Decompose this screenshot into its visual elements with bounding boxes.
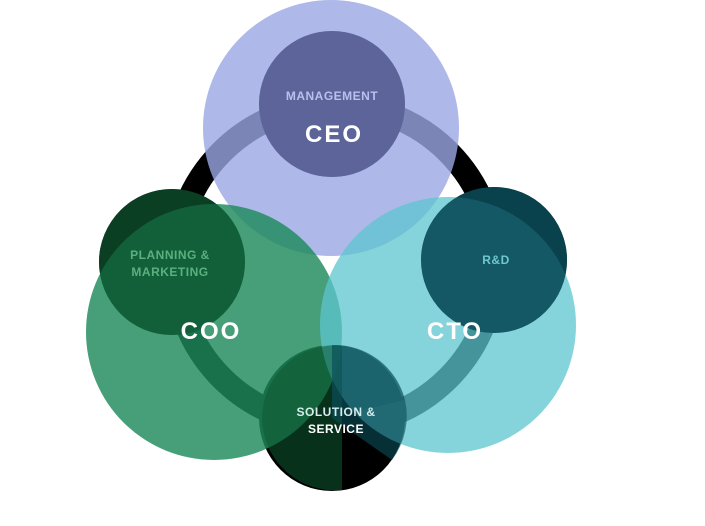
service-label-2: SERVICE xyxy=(308,422,364,436)
coo-sub-label-1: PLANNING & xyxy=(130,248,210,262)
service-right-tint xyxy=(332,344,405,418)
service-label-1: SOLUTION & xyxy=(297,405,376,419)
cto-sub-label: R&D xyxy=(482,253,510,267)
ceo-label: CEO xyxy=(305,121,363,148)
coo-sub-label-2: MARKETING xyxy=(131,265,208,279)
ceo-inner-disc xyxy=(259,31,405,177)
cto-label: CTO xyxy=(427,318,483,345)
service-left-tint xyxy=(262,345,342,491)
service-right-tint-2 xyxy=(332,400,407,460)
coo-label: COO xyxy=(181,318,242,345)
ceo-sub-label: MANAGEMENT xyxy=(286,89,378,103)
coo-inner-disc xyxy=(99,189,245,335)
cto-inner-disc xyxy=(421,187,567,333)
